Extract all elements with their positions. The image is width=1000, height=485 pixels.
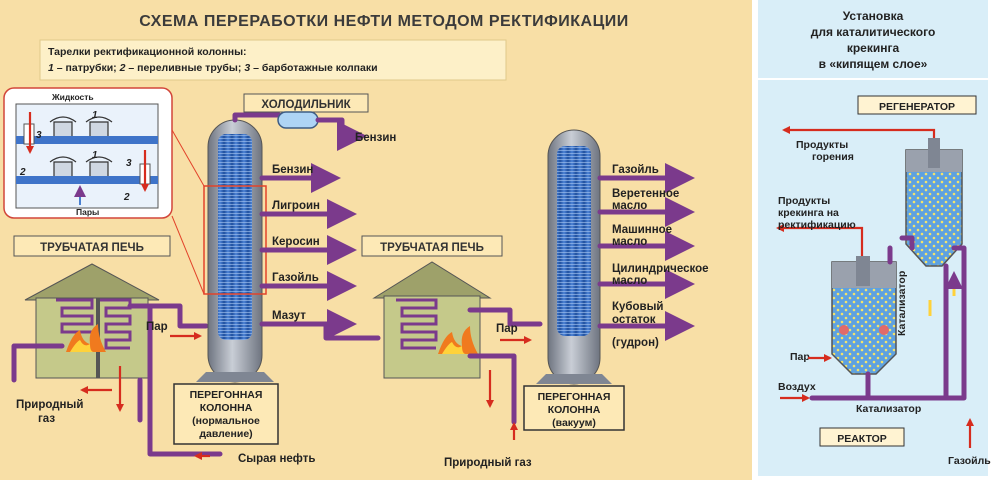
column2-output: остаток [612,314,656,326]
column2-output: (гудрон) [612,337,659,349]
legend-line1: Тарелки ректификационной колонны: [48,46,247,58]
tray-highlight-box [203,185,267,295]
combustion-label: горения [812,151,854,163]
right-title-line: Установка [843,9,904,23]
right-title-bg [758,0,988,78]
column1-output: Керосин [272,236,320,248]
right-title-line: крекинга [847,41,900,55]
inset-num: 2 [123,192,130,203]
column2-label-line: (вакуум) [552,417,596,429]
column2-output: Кубовый [612,301,664,313]
right-title: Установка для каталитического крекинга в… [811,9,936,71]
catalyst-h-label: Катализатор [856,403,921,415]
column2-output: Газойль [612,164,659,176]
pipe-loop [865,245,967,401]
column2-output: масло [612,275,647,287]
column1-label-line: давление) [199,428,252,440]
column2-output: Цилиндрическое [612,263,709,275]
condenser: ХОЛОДИЛЬНИК [232,93,369,151]
column1-output: Бензин [272,164,313,176]
column2-label-line: ПЕРЕГОННАЯ [538,391,611,403]
column1-label-line: КОЛОННА [200,402,253,414]
column2-outputs: Газойль Веретенное масло Машинное масло … [597,163,709,349]
column-2 [536,129,612,385]
regenerator [782,126,963,267]
column2-output: масло [612,200,647,212]
column2-output: масло [612,236,647,248]
air-label: Воздух [778,381,816,393]
column1-output: Газойль [272,272,319,284]
right-title-line: в «кипящем слое» [819,57,928,71]
gasoil-label: Газойль [948,455,991,467]
inset-num: 2 [19,167,26,178]
column2-output: Машинное [612,224,672,236]
combustion-label: Продукты [796,139,848,151]
cracking-label: ректификацию [778,219,856,231]
gas1-label-1: Природный [16,399,83,411]
cracking-label: крекинга на [778,207,839,219]
inset-num: 3 [126,158,132,169]
column1-output: Лигроин [272,200,320,212]
inset-num: 1 [92,110,98,121]
reactor-box [819,427,905,447]
steam2-label: Пар [496,323,518,335]
column1-output: Бензин [355,132,396,144]
pipe-catalyst-up [887,235,915,265]
crude-label: Сырая нефть [238,453,315,465]
pipe-furnace2-to-column2 [467,307,543,327]
column1-output: Мазут [272,310,306,322]
inset-num: 3 [36,130,42,141]
column1-outputs: Бензин Лигроин Керосин Газойль Мазут [259,163,357,339]
gas2-label: Природный газ [444,457,532,469]
catalyst-vertical-label: Катализатор [896,271,908,336]
right-title-line: для каталитического [811,25,936,39]
main-title: СХЕМА ПЕРЕРАБОТКИ НЕФТИ МЕТОДОМ РЕКТИФИК… [139,13,629,30]
inset-num: 1 [92,150,98,161]
inset-liquid-label: Жидкость [51,92,94,102]
column1-label-line: (нормальное [192,415,260,427]
column2-label: ПЕРЕГОННАЯ КОЛОННА (вакуум) [523,385,625,431]
furnace-1: ТРУБЧАТАЯ ПЕЧЬ [13,235,171,379]
condenser-icon [277,111,319,129]
furnace-1-label: ТРУБЧАТАЯ ПЕЧЬ [40,242,144,254]
reactor [776,224,897,375]
inset-vapors-label: Пары [76,207,99,217]
steam1-label: Пар [146,321,168,333]
regenerator-box [857,95,977,115]
reactor-label: РЕАКТОР [837,433,887,445]
gas1-label-2: газ [38,413,55,425]
legend: Тарелки ректификационной колонны: 1 – па… [39,39,507,81]
furnace-2: ТРУБЧАТАЯ ПЕЧЬ [361,235,503,379]
column-1 [171,119,274,383]
column2-label-line: КОЛОННА [548,404,601,416]
pipe-gas2 [467,353,517,425]
column2-output: Веретенное [612,188,679,200]
tray-inset: Жидкость Пары 1 1 2 3 3 2 [3,87,173,219]
legend-line2: 1 – патрубки; 2 – переливные трубы; 3 – … [48,62,378,74]
regenerator-label: РЕГЕНЕРАТОР [879,101,955,113]
column1-label: ПЕРЕГОННАЯ КОЛОННА (нормальное давление) [173,383,279,445]
column1-label-line: ПЕРЕГОННАЯ [190,389,263,401]
pipe-furnace1-to-column1 [127,303,209,329]
pipe-gas1 [11,343,65,383]
condenser-label: ХОЛОДИЛЬНИК [261,99,351,111]
steam-r-label: Пар [790,351,810,363]
cracking-label: Продукты [778,195,830,207]
furnace-2-label: ТРУБЧАТАЯ ПЕЧЬ [380,242,484,254]
pipe-mazut-to-furnace2 [323,321,381,341]
